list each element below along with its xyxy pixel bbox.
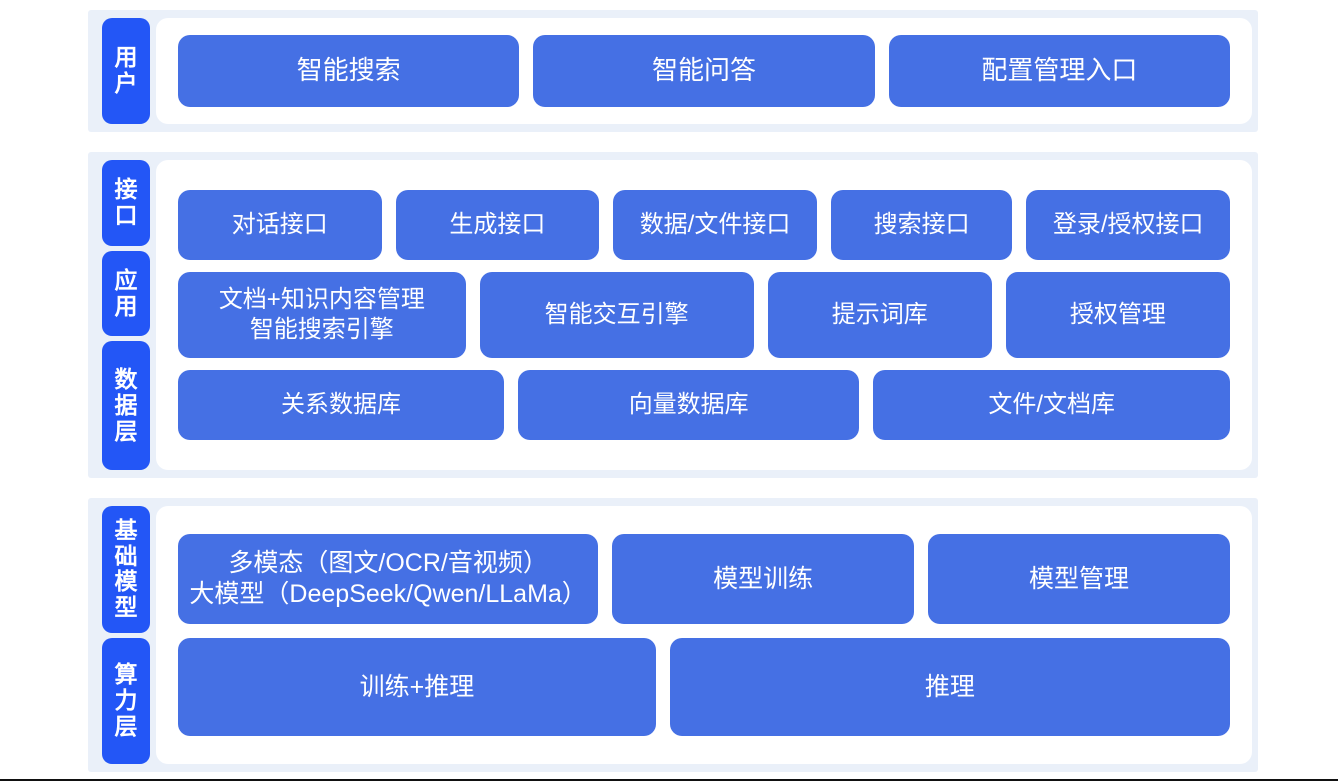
card-inference[interactable]: 推理: [669, 638, 1230, 736]
section-platform: 接口 应用 数据层 对话接口 生成接口 数据/文件接口 搜索接口 登录/授权接口…: [88, 152, 1258, 478]
card-file-document-store[interactable]: 文件/文档库: [873, 370, 1230, 440]
section-user: 用户 智能搜索 智能问答 配置管理入口: [88, 10, 1258, 132]
card-smart-qa[interactable]: 智能问答: [533, 35, 875, 107]
card-model-management[interactable]: 模型管理: [928, 534, 1230, 624]
layer-label-user-text: 用户: [114, 44, 138, 96]
card-login-auth-api[interactable]: 登录/授权接口: [1026, 190, 1231, 260]
layer-label-column-platform: 接口 应用 数据层: [88, 152, 150, 478]
card-vector-database[interactable]: 向量数据库: [518, 370, 860, 440]
panel-platform: 对话接口 生成接口 数据/文件接口 搜索接口 登录/授权接口 文档+知识内容管理…: [156, 160, 1252, 470]
card-training-inference[interactable]: 训练+推理: [178, 638, 656, 736]
layer-label-column-foundation: 基础模型 算力层: [88, 498, 150, 772]
row-compute: 训练+推理 推理: [178, 638, 1230, 736]
card-authorization-management[interactable]: 授权管理: [1005, 272, 1230, 358]
bottom-rule-divider: [0, 779, 1338, 781]
layer-label-application-text: 应用: [114, 266, 138, 319]
card-data-file-api[interactable]: 数据/文件接口: [613, 190, 817, 260]
panel-user: 智能搜索 智能问答 配置管理入口: [156, 18, 1252, 124]
layer-label-application: 应用: [102, 250, 150, 337]
card-prompt-library[interactable]: 提示词库: [767, 272, 992, 358]
card-search-api[interactable]: 搜索接口: [830, 190, 1013, 260]
layer-label-compute: 算力层: [102, 637, 150, 764]
card-model-training[interactable]: 模型训练: [612, 534, 915, 624]
card-relational-database[interactable]: 关系数据库: [178, 370, 505, 440]
card-generation-api[interactable]: 生成接口: [395, 190, 600, 260]
row-interfaces: 对话接口 生成接口 数据/文件接口 搜索接口 登录/授权接口: [178, 190, 1231, 260]
layer-label-interface: 接口: [102, 160, 150, 246]
card-interaction-engine[interactable]: 智能交互引擎: [479, 272, 754, 358]
layer-label-data: 数据层: [102, 341, 150, 471]
section-foundation: 基础模型 算力层 多模态（图文/OCR/音视频） 大模型（DeepSeek/Qw…: [88, 498, 1258, 772]
layer-label-interface-text: 接口: [114, 176, 138, 228]
panel-foundation: 多模态（图文/OCR/音视频） 大模型（DeepSeek/Qwen/LLaMa）…: [156, 506, 1252, 764]
layer-label-foundation-model: 基础模型: [102, 506, 150, 633]
layer-label-user: 用户: [102, 18, 150, 124]
card-dialog-api[interactable]: 对话接口: [178, 190, 382, 260]
card-doc-knowledge-management[interactable]: 文档+知识内容管理 智能搜索引擎: [178, 272, 466, 358]
row-models: 多模态（图文/OCR/音视频） 大模型（DeepSeek/Qwen/LLaMa）…: [178, 534, 1230, 624]
layer-label-foundation-model-text: 基础模型: [114, 516, 138, 620]
row-data-stores: 关系数据库 向量数据库 文件/文档库: [178, 370, 1230, 440]
card-smart-search[interactable]: 智能搜索: [178, 35, 520, 107]
layer-label-compute-text: 算力层: [114, 661, 138, 739]
row-user-entries: 智能搜索 智能问答 配置管理入口: [178, 35, 1230, 107]
layer-label-column-user: 用户: [88, 10, 150, 132]
card-multimodal-large-model[interactable]: 多模态（图文/OCR/音视频） 大模型（DeepSeek/Qwen/LLaMa）: [178, 534, 599, 624]
layer-label-data-text: 数据层: [114, 366, 138, 444]
row-applications: 文档+知识内容管理 智能搜索引擎 智能交互引擎 提示词库 授权管理: [178, 272, 1230, 358]
card-config-management-entry[interactable]: 配置管理入口: [888, 35, 1230, 107]
